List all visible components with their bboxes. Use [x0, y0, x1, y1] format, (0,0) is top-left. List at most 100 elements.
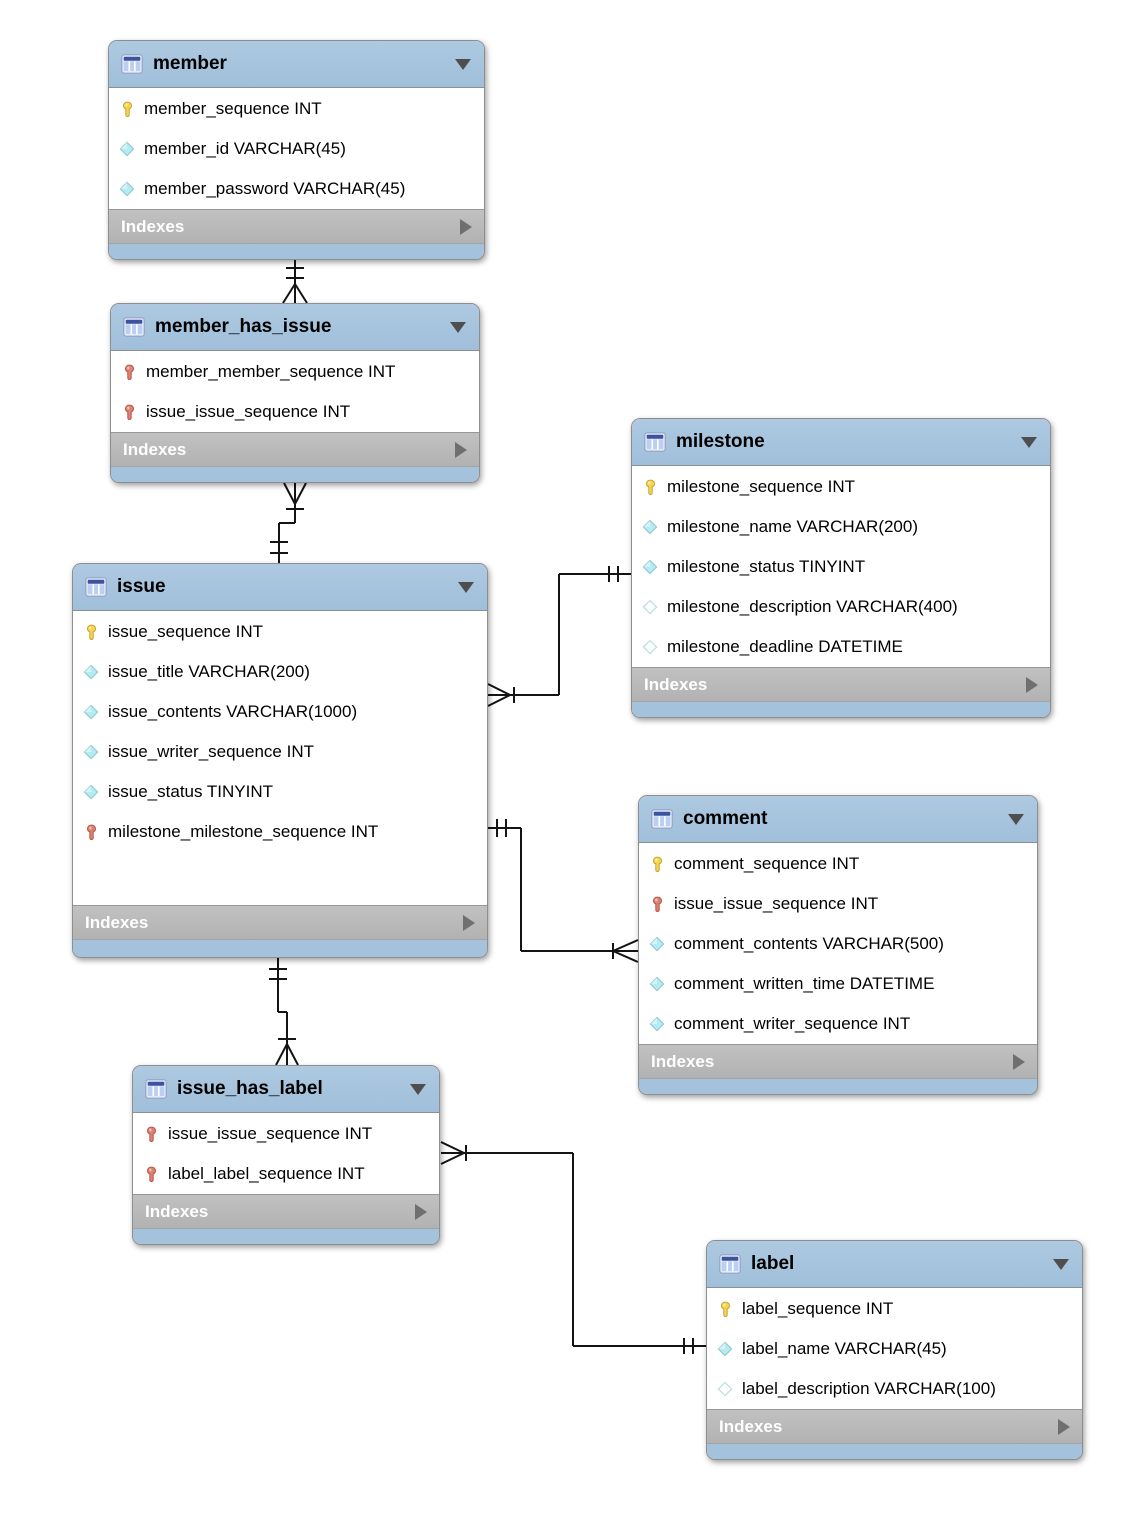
column-row[interactable]: issue_issue_sequence INT	[111, 392, 479, 432]
collapse-arrow-icon[interactable]	[410, 1083, 426, 1095]
column-row[interactable]: milestone_milestone_sequence INT	[73, 812, 487, 852]
column-text: issue_sequence INT	[108, 622, 263, 641]
column-row[interactable]: label_label_sequence INT	[133, 1154, 439, 1194]
diamond-filled-icon	[119, 141, 136, 158]
column-row[interactable]: member_id VARCHAR(45)	[109, 129, 484, 169]
relationship-member-member_has_issue[interactable]	[282, 260, 308, 304]
table-issue_has_label[interactable]: issue_has_label issue_issue_sequence INT…	[132, 1065, 440, 1245]
table-issue[interactable]: issue issue_sequence INT issue_title VAR…	[72, 563, 488, 958]
indexes-bar[interactable]: Indexes	[73, 905, 487, 940]
relationship-issue-comment[interactable]	[488, 819, 639, 963]
indexes-label: Indexes	[85, 912, 149, 932]
indexes-bar[interactable]: Indexes	[707, 1409, 1082, 1444]
column-text: comment_contents VARCHAR(500)	[674, 934, 944, 953]
diamond-filled-icon	[717, 1341, 734, 1358]
table-footer	[632, 702, 1050, 717]
column-row[interactable]: member_sequence INT	[109, 89, 484, 129]
column-text: issue_status TINYINT	[108, 782, 274, 801]
collapse-arrow-icon[interactable]	[458, 581, 474, 593]
table-header[interactable]: member	[109, 41, 484, 88]
table-comment[interactable]: comment comment_sequence INT issue_issue…	[638, 795, 1038, 1095]
column-row[interactable]: member_member_sequence INT	[111, 352, 479, 392]
indexes-bar[interactable]: Indexes	[639, 1044, 1037, 1079]
table-header[interactable]: label	[707, 1241, 1082, 1288]
column-row[interactable]: issue_writer_sequence INT	[73, 732, 487, 772]
table-title: comment	[683, 808, 768, 829]
column-row[interactable]: label_sequence INT	[707, 1289, 1082, 1329]
expand-arrow-icon[interactable]	[1026, 676, 1038, 693]
relationship-issue-milestone[interactable]	[487, 566, 631, 707]
column-text: label_name VARCHAR(45)	[742, 1339, 947, 1358]
collapse-arrow-icon[interactable]	[450, 321, 466, 333]
relationship-member_has_issue-issue[interactable]	[270, 482, 307, 563]
table-header[interactable]: member_has_issue	[111, 304, 479, 351]
table-milestone[interactable]: milestone milestone_sequence INT milesto…	[631, 418, 1051, 718]
diamond-filled-icon	[642, 559, 659, 576]
table-icon	[121, 54, 143, 74]
column-text: milestone_deadline DATETIME	[667, 637, 903, 656]
column-row[interactable]: issue_issue_sequence INT	[133, 1114, 439, 1154]
column-row[interactable]: issue_title VARCHAR(200)	[73, 652, 487, 692]
column-row[interactable]: issue_issue_sequence INT	[639, 884, 1037, 924]
diamond-hollow-icon	[717, 1381, 734, 1398]
expand-arrow-icon[interactable]	[460, 218, 472, 235]
column-text: member_id VARCHAR(45)	[144, 139, 346, 158]
expand-arrow-icon[interactable]	[415, 1203, 427, 1220]
column-row[interactable]: milestone_deadline DATETIME	[632, 627, 1050, 667]
column-row[interactable]: milestone_status TINYINT	[632, 547, 1050, 587]
indexes-bar[interactable]: Indexes	[133, 1194, 439, 1229]
relationship-issue-issue_has_label[interactable]	[269, 958, 299, 1066]
column-row[interactable]: issue_sequence INT	[73, 612, 487, 652]
diamond-hollow-icon	[642, 639, 659, 656]
column-text: member_sequence INT	[144, 99, 322, 118]
indexes-bar[interactable]: Indexes	[632, 667, 1050, 702]
table-label[interactable]: label label_sequence INT label_name VARC…	[706, 1240, 1083, 1460]
collapse-arrow-icon[interactable]	[1053, 1258, 1069, 1270]
expand-arrow-icon[interactable]	[1058, 1418, 1070, 1435]
table-icon	[123, 317, 145, 337]
table-header[interactable]: issue	[73, 564, 487, 611]
expand-arrow-icon[interactable]	[463, 914, 475, 931]
table-header[interactable]: issue_has_label	[133, 1066, 439, 1113]
collapse-arrow-icon[interactable]	[455, 58, 471, 70]
diamond-filled-icon	[83, 744, 100, 761]
table-title: member	[153, 53, 227, 74]
table-header[interactable]: comment	[639, 796, 1037, 843]
key-foreign-icon	[121, 364, 138, 381]
column-row[interactable]: comment_sequence INT	[639, 844, 1037, 884]
indexes-label: Indexes	[145, 1201, 209, 1221]
relationship-issue_has_label-label[interactable]	[440, 1141, 706, 1354]
table-header[interactable]: milestone	[632, 419, 1050, 466]
column-row[interactable]: comment_writer_sequence INT	[639, 1004, 1037, 1044]
expand-arrow-icon[interactable]	[455, 441, 467, 458]
table-icon	[719, 1254, 741, 1274]
table-title: issue_has_label	[177, 1078, 323, 1099]
indexes-bar[interactable]: Indexes	[109, 209, 484, 244]
column-text: milestone_name VARCHAR(200)	[667, 517, 919, 536]
column-row[interactable]: comment_written_time DATETIME	[639, 964, 1037, 1004]
column-row[interactable]: label_description VARCHAR(100)	[707, 1369, 1082, 1409]
column-row[interactable]: milestone_name VARCHAR(200)	[632, 507, 1050, 547]
table-title: issue	[117, 576, 166, 597]
diamond-hollow-icon	[642, 599, 659, 616]
collapse-arrow-icon[interactable]	[1021, 436, 1037, 448]
column-row[interactable]: label_name VARCHAR(45)	[707, 1329, 1082, 1369]
collapse-arrow-icon[interactable]	[1008, 813, 1024, 825]
table-member[interactable]: member member_sequence INT member_id VAR…	[108, 40, 485, 260]
column-text: label_label_sequence INT	[168, 1164, 365, 1183]
column-text: comment_written_time DATETIME	[674, 974, 935, 993]
column-text: milestone_sequence INT	[667, 477, 856, 496]
column-row[interactable]: milestone_description VARCHAR(400)	[632, 587, 1050, 627]
column-row[interactable]: member_password VARCHAR(45)	[109, 169, 484, 209]
key-foreign-icon	[121, 404, 138, 421]
column-row[interactable]: issue_contents VARCHAR(1000)	[73, 692, 487, 732]
column-row[interactable]: milestone_sequence INT	[632, 467, 1050, 507]
diamond-filled-icon	[649, 936, 666, 953]
table-member_has_issue[interactable]: member_has_issue member_member_sequence …	[110, 303, 480, 483]
column-row[interactable]: comment_contents VARCHAR(500)	[639, 924, 1037, 964]
column-row[interactable]: issue_status TINYINT	[73, 772, 487, 812]
indexes-bar[interactable]: Indexes	[111, 432, 479, 467]
column-text: label_sequence INT	[742, 1299, 894, 1318]
expand-arrow-icon[interactable]	[1013, 1053, 1025, 1070]
table-icon	[85, 577, 107, 597]
